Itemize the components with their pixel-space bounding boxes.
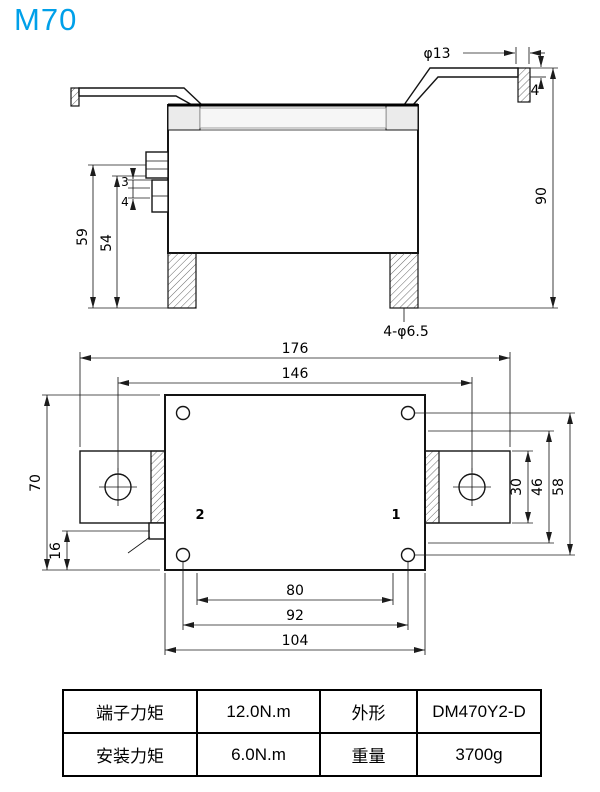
dim-label-80: 80 <box>286 583 304 599</box>
spec-label-terminal-torque: 端子力矩 <box>62 689 198 734</box>
body-outline-plan <box>164 394 426 571</box>
body-side <box>167 103 419 254</box>
left-strap-bar <box>78 87 204 107</box>
dim-terminal-details: 3 4 <box>121 168 152 210</box>
mounting-hole-bl <box>175 547 191 563</box>
dim-label-3: 3 <box>121 175 129 189</box>
left-foot <box>167 252 197 309</box>
dim-label-46: 46 <box>530 478 546 496</box>
dim-label-30: 30 <box>509 478 525 496</box>
cap-post-right <box>385 104 419 131</box>
spec-value-mounting-torque: 6.0N.m <box>196 732 321 777</box>
terminal-blocks-side <box>145 151 169 213</box>
spec-row-1: 端子力矩 12.0N.m 外形 DM470Y2-D <box>62 689 542 734</box>
left-strap-tip <box>70 87 80 107</box>
dim-80: 80 <box>196 573 394 605</box>
dim-label-146: 146 <box>282 366 309 382</box>
mounting-hole-br <box>400 547 416 563</box>
mounting-feet-side <box>167 252 419 309</box>
dim-label-hole-diameter: φ13 <box>423 46 450 62</box>
dim-label-4-small: 4 <box>121 195 129 209</box>
dim-label-92: 92 <box>286 608 304 624</box>
side-view <box>70 67 531 309</box>
dim-label-176: 176 <box>282 341 309 357</box>
spec-label-outline: 外形 <box>319 689 418 734</box>
mounting-hole-tr <box>400 405 416 421</box>
right-strap-tip <box>517 67 531 103</box>
dim-label-16: 16 <box>48 542 64 560</box>
spec-label-mounting-torque: 安装力矩 <box>62 732 198 777</box>
spec-value-weight: 3700g <box>416 732 542 777</box>
terminal-label-2: 2 <box>195 508 204 523</box>
dim-hole-spacing-h: 92 <box>182 562 409 630</box>
left-tab-contact-face <box>150 450 166 524</box>
right-mounting-strap <box>402 67 531 107</box>
dim-height-59: 59 <box>75 164 168 309</box>
plan-view-dimensions: 176 146 70 16 <box>28 341 575 655</box>
dim-body-height: 70 <box>28 394 160 571</box>
dim-hole-centers-width: 146 <box>117 366 473 472</box>
dim-hole-spacing-v: 58 <box>415 412 575 556</box>
right-tab-contact-face <box>424 450 440 524</box>
dim-label-54: 54 <box>99 234 115 252</box>
dim-label-strap-thickness: 4 <box>531 83 540 99</box>
spec-row-2: 安装力矩 6.0N.m 重量 3700g <box>62 732 542 777</box>
spec-value-outline: DM470Y2-D <box>416 689 542 734</box>
model-title: M70 <box>14 2 78 37</box>
spec-table: 端子力矩 12.0N.m 外形 DM470Y2-D 安装力矩 6.0N.m 重量… <box>62 689 542 777</box>
dim-strap-thickness: 4 <box>530 56 546 99</box>
side-view-dimensions: φ13 4 90 59 5 <box>75 46 558 340</box>
spec-value-terminal-torque: 12.0N.m <box>196 689 321 734</box>
dim-label-59: 59 <box>75 228 91 246</box>
dim-overall-height: 90 <box>418 67 558 309</box>
top-cover <box>199 107 387 129</box>
dim-tab-width: 30 <box>509 450 533 524</box>
right-tab-plan <box>424 450 511 524</box>
left-tab-plan <box>79 450 166 524</box>
terminal-upper <box>145 151 169 179</box>
cap-post-left <box>167 104 201 131</box>
dim-height-54: 54 <box>99 175 146 308</box>
dim-notch-offset: 16 <box>48 530 150 571</box>
right-foot <box>389 252 419 309</box>
body-plan <box>164 394 426 571</box>
dim-label-overall-height: 90 <box>534 187 550 205</box>
dim-label-70: 70 <box>28 474 44 492</box>
plan-view: 2 1 <box>79 394 511 571</box>
right-strap-bar <box>402 67 519 107</box>
left-mounting-strap <box>70 87 204 107</box>
dim-label-104: 104 <box>282 633 309 649</box>
notch <box>148 522 166 540</box>
terminal-notch-plan <box>127 522 166 554</box>
dim-label-58: 58 <box>551 478 567 496</box>
spec-label-weight: 重量 <box>319 732 418 777</box>
dim-hole-diameter: φ13 <box>423 46 545 64</box>
dim-body-width: 104 <box>164 573 426 655</box>
mounting-hole-tl <box>175 405 191 421</box>
dim-46: 46 <box>428 430 554 544</box>
terminal-label-1: 1 <box>391 508 400 523</box>
dim-foot-holes: 4-φ6.5 <box>383 308 429 340</box>
dim-label-foot-holes: 4-φ6.5 <box>383 324 428 340</box>
